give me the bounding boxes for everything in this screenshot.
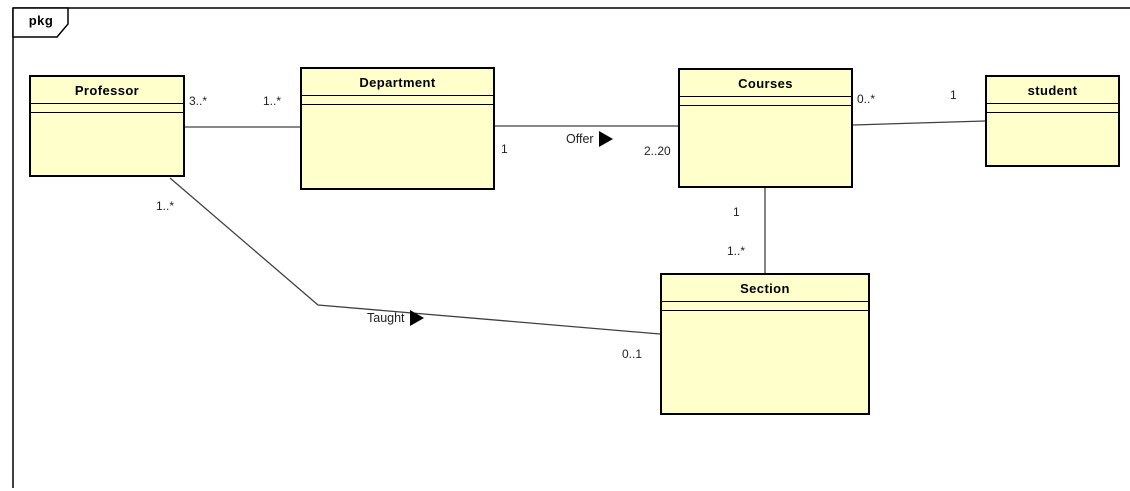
class-title: Section xyxy=(662,275,868,302)
direction-arrow-icon xyxy=(598,131,613,147)
multiplicity-section-end[interactable]: 1..* xyxy=(727,244,746,258)
multiplicity-professor-taught-end[interactable]: 1..* xyxy=(156,199,175,213)
multiplicity-professor-end[interactable]: 3..* xyxy=(189,94,208,108)
direction-arrow-icon xyxy=(409,310,424,326)
multiplicity-department-end[interactable]: 1..* xyxy=(263,94,282,108)
association-name-text: Taught xyxy=(367,311,405,325)
class-title: Department xyxy=(302,69,493,96)
class-box-professor[interactable]: Professor xyxy=(29,75,185,177)
multiplicity-department-offer-end[interactable]: 1 xyxy=(501,142,508,156)
attributes-compartment xyxy=(662,302,868,311)
operations-compartment xyxy=(987,113,1118,165)
multiplicity-courses-section-end[interactable]: 1 xyxy=(733,205,740,219)
operations-compartment xyxy=(662,311,868,413)
association-professor-section-taught[interactable] xyxy=(169,177,661,335)
class-box-section[interactable]: Section xyxy=(660,273,870,415)
operations-compartment xyxy=(680,106,851,186)
association-name-taught[interactable]: Taught xyxy=(367,310,424,326)
association-name-text: Offer xyxy=(566,132,594,146)
frame-tab-label: pkg xyxy=(28,13,54,28)
frame-pkg-tab[interactable] xyxy=(12,7,69,38)
class-title: Professor xyxy=(31,77,183,104)
multiplicity-courses-offer-end[interactable]: 2..20 xyxy=(644,144,671,158)
attributes-compartment xyxy=(987,104,1118,113)
class-title: student xyxy=(987,77,1118,104)
class-title: Courses xyxy=(680,70,851,97)
multiplicity-section-taught-end[interactable]: 0..1 xyxy=(622,347,643,361)
operations-compartment xyxy=(302,105,493,188)
multiplicity-courses-student-end[interactable]: 0..* xyxy=(857,92,876,106)
attributes-compartment xyxy=(31,104,183,113)
class-box-courses[interactable]: Courses xyxy=(678,68,853,188)
attributes-compartment xyxy=(680,97,851,106)
attributes-compartment xyxy=(302,96,493,105)
association-name-offer[interactable]: Offer xyxy=(566,131,613,147)
class-box-department[interactable]: Department xyxy=(300,67,495,190)
operations-compartment xyxy=(31,113,183,175)
association-courses-student[interactable] xyxy=(852,120,986,126)
class-box-student[interactable]: student xyxy=(985,75,1120,167)
multiplicity-student-end[interactable]: 1 xyxy=(950,88,957,102)
